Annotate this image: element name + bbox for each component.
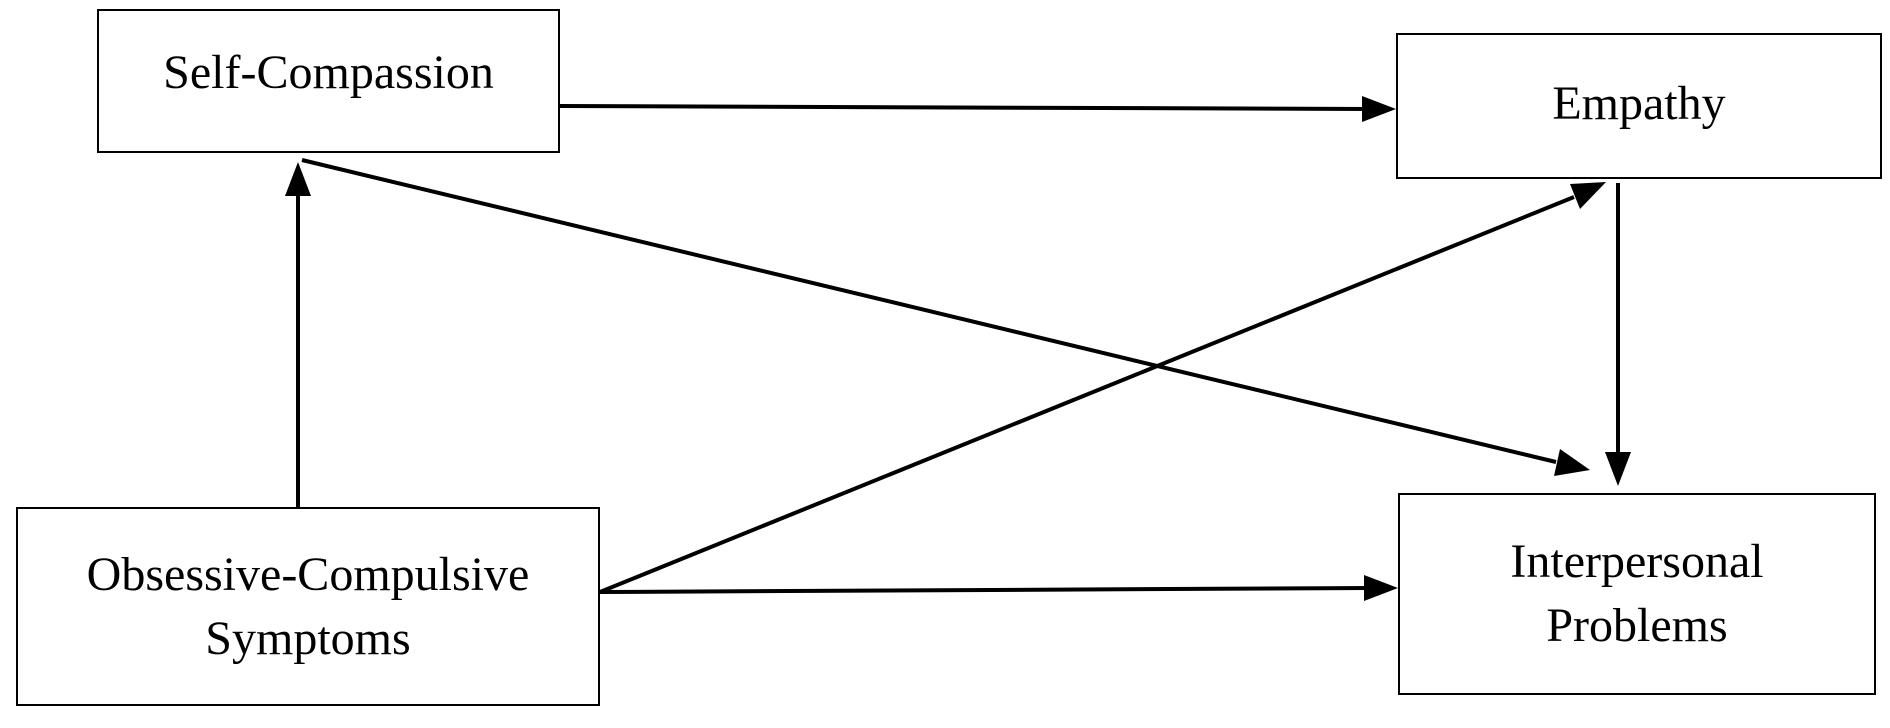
arrowhead-interpersonal-from-selfcompassion: [1554, 449, 1590, 476]
node-interpersonal-problems: Interpersonal Problems: [1398, 493, 1876, 695]
node-ocs-label-line-1: Obsessive-Compulsive: [86, 547, 530, 601]
node-self-compassion: Self-Compassion: [97, 9, 560, 153]
arrowhead-empathy-from-ocs: [1570, 182, 1606, 209]
arrow-ocs-to-empathy: [599, 195, 1575, 594]
arrow-ocs-to-interpersonal: [599, 586, 1373, 594]
arrow-selfcompassion-to-interpersonal: [301, 158, 1557, 464]
arrowhead-empathy-from-selfcompassion: [1362, 96, 1396, 122]
node-obsessive-compulsive-symptoms: Obsessive-Compulsive Symptoms: [16, 507, 600, 706]
node-interpersonal-label-line-2: Problems: [1546, 599, 1728, 652]
node-ocs-label-line-2: Symptoms: [205, 611, 411, 665]
arrow-selfcompassion-to-empathy: [559, 104, 1371, 111]
node-interpersonal-label-line-1: Interpersonal: [1510, 535, 1764, 588]
node-self-compassion-label: Self-Compassion: [163, 46, 494, 99]
arrowhead-interpersonal-from-empathy: [1605, 452, 1631, 486]
node-empathy-label: Empathy: [1552, 77, 1726, 130]
node-empathy: Empathy: [1396, 33, 1882, 179]
arrowhead-interpersonal-from-ocs: [1364, 575, 1398, 601]
arrowhead-selfcompassion: [285, 162, 311, 196]
